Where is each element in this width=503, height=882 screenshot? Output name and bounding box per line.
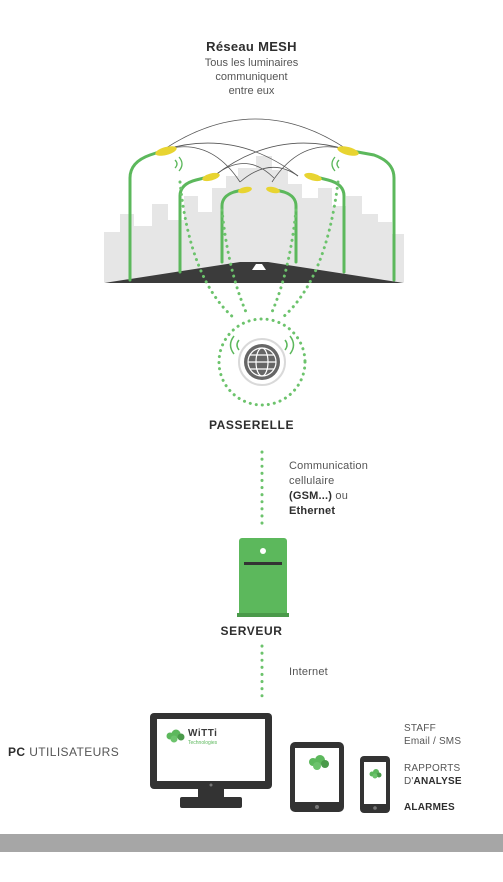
witti-logo-icon: [166, 729, 185, 743]
pc-users-bold: PC: [8, 745, 26, 759]
pc-users-label: PC UTILISATEURS: [8, 745, 119, 759]
mesh-subtitle-line-1: Tous les luminaires: [204, 57, 299, 69]
gateway-label: PASSERELLE: [208, 418, 295, 432]
mesh-subtitle-line-2: communiquent: [215, 71, 288, 83]
mesh-title: Réseau MESH: [206, 39, 297, 54]
phone-icon: [360, 756, 390, 813]
cellular-line-2: cellulaire: [289, 475, 335, 487]
mesh-subtitle-line-3: entre eux: [228, 85, 275, 97]
road: [104, 262, 404, 283]
reports-output: RAPPORTS D'ANALYSE: [404, 762, 462, 788]
cellular-gsm: (GSM...): [289, 490, 333, 502]
staff-label: STAFF: [404, 723, 436, 734]
lamp-signal-icons: [174, 156, 340, 172]
lamp-heads: [155, 146, 359, 194]
cellular-line-1: Communication: [289, 460, 369, 472]
reports-label: RAPPORTS: [404, 763, 461, 774]
alarms-output: ALARMES: [404, 802, 455, 813]
cellular-line-4: Ethernet: [289, 504, 368, 519]
gateway-node: [217, 317, 307, 407]
witti-logo-subtext: Technologies: [188, 740, 218, 746]
tablet-icon: [290, 742, 344, 812]
internet-link-label: Internet: [289, 666, 328, 678]
cellular-link-text: Communication cellulaire (GSM...) ou Eth…: [289, 459, 368, 519]
footer-bar: [0, 834, 503, 852]
staff-output: STAFF Email / SMS: [404, 722, 461, 748]
server-icon: [237, 538, 289, 617]
server-label: SERVEUR: [220, 624, 283, 638]
staff-channels: Email / SMS: [404, 736, 462, 747]
mesh-to-gateway-dotted-links: [178, 180, 340, 320]
reports-analyse: D'ANALYSE: [404, 775, 462, 788]
monitor-icon: [150, 713, 272, 808]
reports-prefix: D': [404, 776, 414, 787]
cellular-ethernet: Ethernet: [289, 505, 336, 517]
gateway-signal-icons: [229, 335, 295, 355]
pc-users-rest: UTILISATEURS: [25, 745, 120, 759]
witti-logo-text: WiTTi: [188, 728, 218, 739]
street-lamps: [128, 149, 396, 282]
cellular-line-3: (GSM...) ou: [289, 489, 368, 504]
cellular-ou: ou: [332, 490, 349, 502]
reports-bold: ANALYSE: [413, 776, 462, 787]
